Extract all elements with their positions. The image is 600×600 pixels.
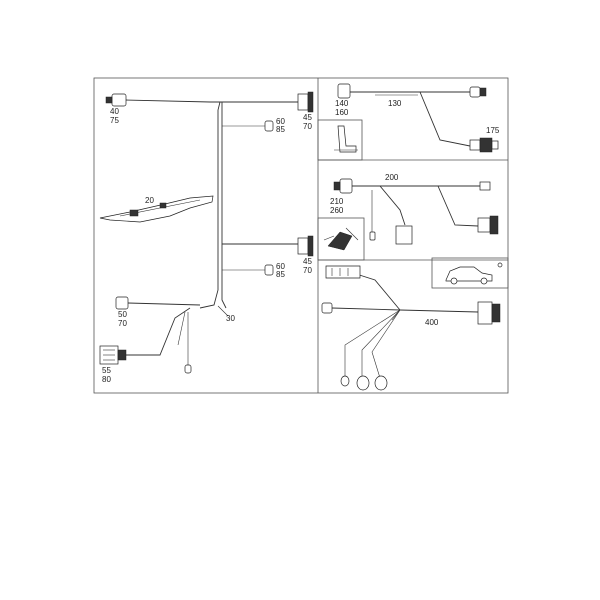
connector-60-85-top xyxy=(264,120,274,132)
callout-85-lower: 85 xyxy=(276,270,285,279)
harness-130 xyxy=(337,83,499,153)
connector-60-85-lower xyxy=(264,264,274,276)
callout-20: 20 xyxy=(145,196,154,205)
connector-50-70 xyxy=(115,296,129,310)
callout-260: 260 xyxy=(330,206,344,215)
harness-200 xyxy=(333,178,499,245)
callout-130: 130 xyxy=(388,99,402,108)
connector-45-70-top xyxy=(297,91,314,113)
callout-55: 55 xyxy=(102,366,111,375)
callout-70-top: 70 xyxy=(303,122,312,131)
connector-55-80 xyxy=(99,345,127,365)
callout-30: 30 xyxy=(226,314,235,323)
callout-160: 160 xyxy=(335,108,349,117)
callout-80: 80 xyxy=(102,375,111,384)
callout-40: 40 xyxy=(110,107,119,116)
callout-60-top: 60 xyxy=(276,117,285,126)
callout-400: 400 xyxy=(425,318,439,327)
harness-30 xyxy=(124,99,300,365)
callout-210: 210 xyxy=(330,197,344,206)
end-plug-left xyxy=(184,364,192,374)
callout-70-left: 70 xyxy=(118,319,127,328)
diagram-frame xyxy=(93,77,509,394)
callout-45-lower: 45 xyxy=(303,257,312,266)
callout-175: 175 xyxy=(486,126,500,135)
callout-45-top: 45 xyxy=(303,113,312,122)
callout-140: 140 xyxy=(335,99,349,108)
callout-75: 75 xyxy=(110,116,119,125)
connector-45-70-lower xyxy=(297,235,314,257)
seat-adjust-icon xyxy=(317,217,365,261)
callout-85-top: 85 xyxy=(276,125,285,134)
callout-70-lower: 70 xyxy=(303,266,312,275)
seat-rail-part-20 xyxy=(99,195,214,223)
callout-200: 200 xyxy=(385,173,399,182)
harness-400 xyxy=(321,265,501,391)
connector-40-75 xyxy=(105,93,127,107)
callout-50: 50 xyxy=(118,310,127,319)
car-icon xyxy=(431,257,509,289)
seat-icon xyxy=(317,119,363,161)
callout-60-lower: 60 xyxy=(276,262,285,271)
